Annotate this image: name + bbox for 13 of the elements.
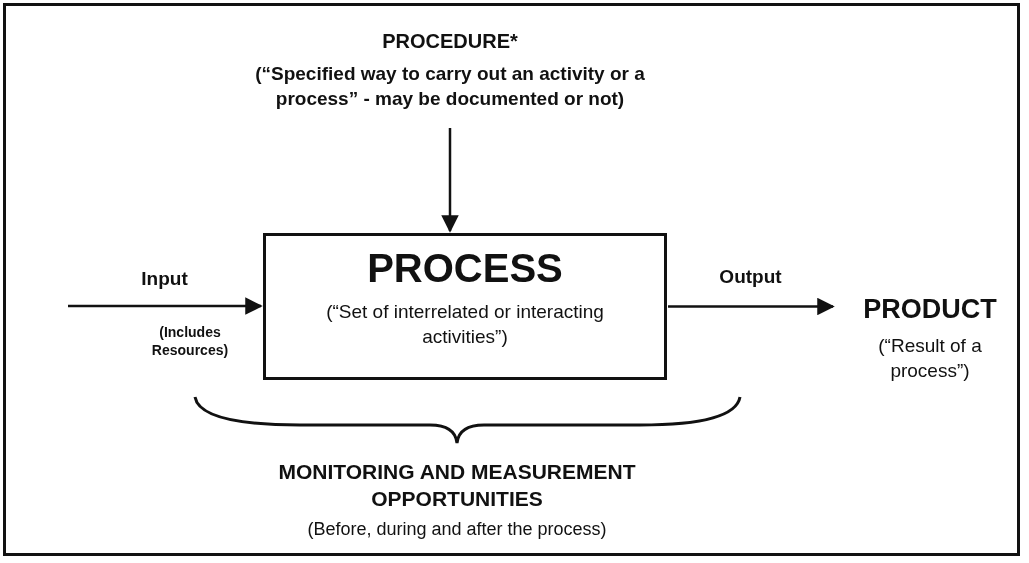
node-heading: PRODUCT [862, 293, 998, 326]
node-description: (“Specified way to carry out an activity or a process” - may be documented or not) [254, 62, 646, 111]
note-text: (Includes Resources) [150, 323, 230, 360]
node-heading: PROCEDURE* [381, 29, 519, 54]
arrow [441, 128, 459, 233]
annotation-heading: MONITORING AND MEASUREMENT OPPORTUNITIES [277, 459, 637, 513]
node-description: (“Result of a process”) [877, 334, 983, 383]
arrow [668, 297, 835, 316]
arrow [68, 297, 263, 315]
node-heading: PROCESS [366, 245, 564, 292]
process-box [263, 233, 667, 380]
annotation-note: (Before, during and after the process) [306, 518, 608, 541]
node-description: (“Set of interrelated or interacting activities”) [326, 300, 604, 349]
